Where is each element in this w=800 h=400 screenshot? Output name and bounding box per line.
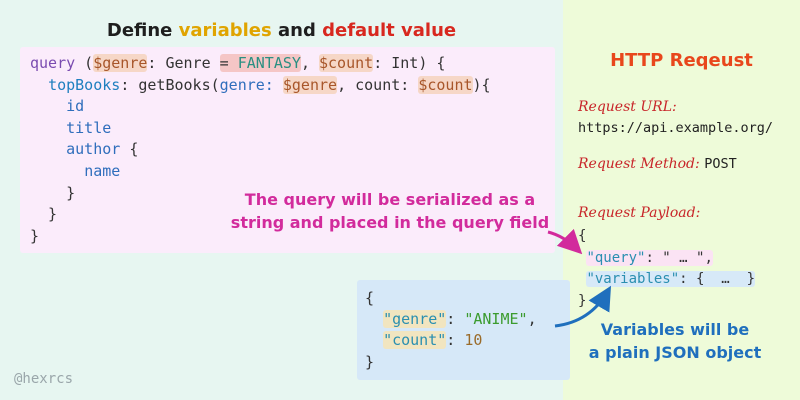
genre-argument: genre: <box>219 75 283 94</box>
request-method-row: Request Method: POST <box>578 156 737 172</box>
json-genre-value: "ANIME" <box>464 310 528 329</box>
payload-query-line: "query": " … ", <box>586 249 713 266</box>
json-count-value: 10 <box>464 331 483 350</box>
genre-variable: $genre <box>93 54 148 72</box>
json-genre-key: "genre" <box>383 310 447 329</box>
request-url-value: https://api.example.org/ <box>578 120 774 136</box>
field-id: id <box>66 97 85 116</box>
query-serialized-annotation: The query will be serialized as a string … <box>222 188 558 234</box>
request-payload: { "query": " … ", "variables": { … } } <box>578 226 756 312</box>
vars-annotation-line2: a plain JSON object <box>588 343 762 362</box>
field-author: author <box>66 140 121 159</box>
page-title: Define variables and default value <box>0 20 563 41</box>
field-name: name <box>84 161 121 180</box>
payload-variables-value: : { … } <box>679 271 756 287</box>
top-books-alias: topBooks <box>48 75 121 94</box>
json-count-key: "count" <box>383 331 447 350</box>
variables-json-box: { "genre": "ANIME", "count": 10 } <box>357 280 570 380</box>
default-value-highlight: = FANTASY <box>219 54 301 72</box>
request-method-label: Request Method: <box>578 156 700 172</box>
get-books-field: getBooks <box>138 75 211 94</box>
count-variable-ref: $count <box>418 75 473 94</box>
payload-query-key: "query" <box>586 249 646 266</box>
request-method-value: POST <box>704 156 737 172</box>
request-url-label: Request URL: <box>578 99 677 115</box>
count-type: : Int) { <box>373 54 446 72</box>
field-title: title <box>66 118 112 137</box>
query-field-arrow <box>547 228 583 255</box>
title-middle: and <box>271 20 323 41</box>
title-prefix: Define <box>106 20 179 41</box>
request-payload-label: Request Payload: <box>578 205 701 221</box>
count-variable: $count <box>319 54 374 72</box>
http-request-title: HTTP Reqeust <box>610 50 753 71</box>
right-panel <box>563 0 800 400</box>
title-variables: variables <box>178 20 272 41</box>
graphql-query-box: query ($genre: Genre = FANTASY, $count: … <box>20 47 555 253</box>
query-keyword: query <box>30 54 76 72</box>
payload-code: { "query": " … ", "variables": { … } } <box>578 228 756 309</box>
count-argument: count: <box>355 75 419 94</box>
graphql-query-code: query ($genre: Genre = FANTASY, $count: … <box>30 54 491 245</box>
query-annotation-line1: The query will be serialized as a <box>244 190 536 209</box>
genre-type: : Genre <box>147 54 220 72</box>
variables-json-code: { "genre": "ANIME", "count": 10 } <box>365 289 537 371</box>
variables-json-annotation: Variables will be a plain JSON object <box>575 318 775 364</box>
genre-variable-ref: $genre <box>282 75 338 94</box>
query-annotation-line2: string and placed in the query field <box>230 213 550 232</box>
vars-annotation-line1: Variables will be <box>600 320 750 339</box>
author-handle: @hexrcs <box>14 371 74 387</box>
variables-field-arrow <box>554 285 612 328</box>
title-default-value: default value <box>322 20 457 41</box>
payload-variables-line: "variables": { … } <box>586 271 756 287</box>
payload-variables-key: "variables" <box>586 271 680 287</box>
payload-query-value: : " … ", <box>645 249 713 266</box>
